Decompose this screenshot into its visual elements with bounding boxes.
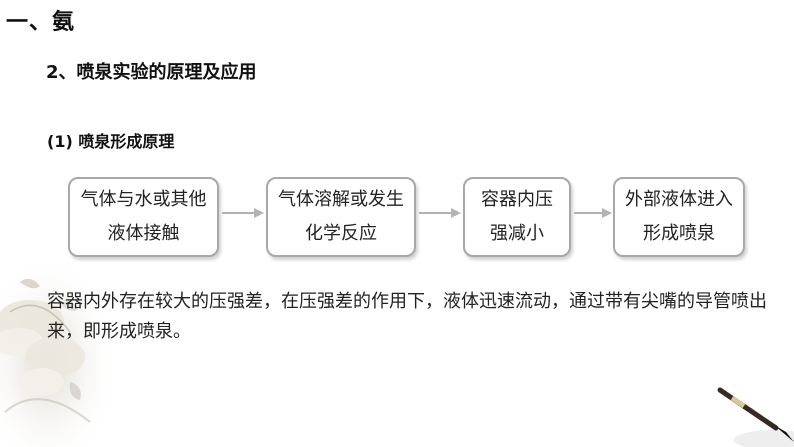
explanation-paragraph: 容器内外存在较大的压强差，在压强差的作用下，液体迅速流动，通过带有尖嘴的导管喷出… [47,291,767,342]
ink-flower-decoration [0,262,120,447]
flow-step-3: 容器内压 强减小 [463,177,571,257]
subsection-heading: 2、喷泉实验的原理及应用 [46,62,257,83]
flow-step-1-line2: 液体接触 [107,223,180,244]
flow-step-2: 气体溶解或发生 化学反应 [266,177,416,257]
topic-heading: (1) 喷泉形成原理 [47,132,175,151]
section-heading: 一、氨 [6,10,76,35]
arrow-right-icon [419,208,461,218]
flow-step-4: 外部液体进入 形成喷泉 [613,177,745,257]
brush-pen-decoration [717,387,794,447]
flow-step-1-line1: 气体与水或其他 [80,189,207,210]
flow-step-3-line2: 强减小 [490,223,544,244]
flow-step-2-line2: 化学反应 [305,223,377,244]
arrow-right-icon [222,208,264,218]
flow-step-2-line1: 气体溶解或发生 [278,189,404,210]
flow-step-1: 气体与水或其他 液体接触 [68,177,219,257]
flow-step-4-line2: 形成喷泉 [643,223,715,244]
flow-step-4-line1: 外部液体进入 [625,189,733,210]
arrow-right-icon [574,208,612,218]
flow-step-3-line1: 容器内压 [481,189,553,210]
